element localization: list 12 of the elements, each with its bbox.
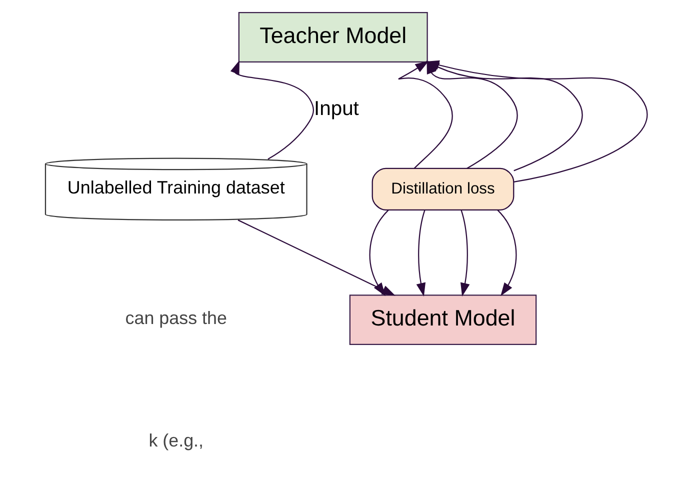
edge-label: Input bbox=[314, 98, 358, 120]
arrow bbox=[368, 210, 388, 296]
node-box: Student Model bbox=[348, 294, 536, 346]
node-box: Distillation loss bbox=[371, 168, 514, 210]
arrow bbox=[230, 60, 314, 160]
arrow bbox=[496, 210, 516, 296]
label: can pass the bbox=[124, 308, 226, 328]
node-box: Teacher Model bbox=[238, 12, 428, 62]
arrow bbox=[237, 220, 395, 296]
label: k (e.g., bbox=[148, 430, 204, 450]
arrow bbox=[460, 210, 470, 296]
arrow bbox=[416, 210, 426, 296]
